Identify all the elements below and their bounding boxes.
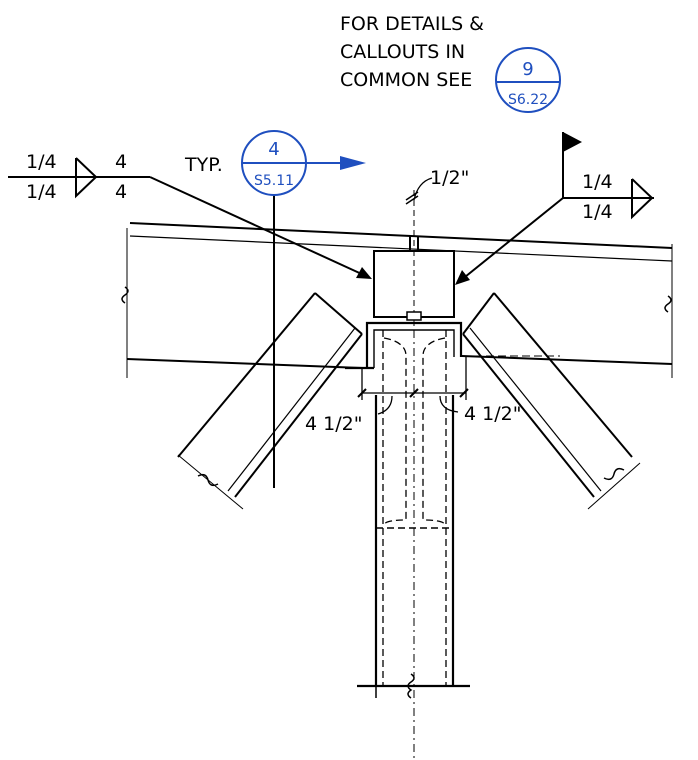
dim-tick-right <box>459 388 469 398</box>
right-brace-end <box>462 292 495 335</box>
right-weld-fillet-triangle <box>631 178 654 220</box>
left-offset-label: 4 1/2" <box>305 413 362 435</box>
left-brace-break-symbol <box>197 473 219 487</box>
left-brace-lower-edge <box>234 333 363 498</box>
beam-top-inner-edge <box>129 235 673 262</box>
left-brace-upper-edge <box>177 292 316 458</box>
common-callout-bubble <box>495 47 561 113</box>
common-callout-sheet: S6.22 <box>508 92 548 108</box>
column <box>357 330 470 698</box>
typical-callout-number: 4 <box>268 139 279 160</box>
column-break-symbol <box>407 673 415 699</box>
beam-bottom-edge-right <box>461 355 673 365</box>
right-brace-break-symbol <box>603 467 625 481</box>
left-weld-bottom-length: 4 <box>115 181 127 203</box>
column-web-top <box>383 337 407 525</box>
plate-gap-tick-1 <box>405 191 419 201</box>
note-line-1: FOR DETAILS & <box>340 13 484 35</box>
note-line-3: COMMON SEE <box>340 69 472 91</box>
right-brace <box>462 292 641 510</box>
right-weld-bottom-size: 1/4 <box>582 201 613 223</box>
right-weld-top-size: 1/4 <box>582 171 613 193</box>
left-brace <box>177 292 363 510</box>
field-weld-flag <box>563 132 582 152</box>
left-dim-leader <box>377 395 393 415</box>
beam <box>126 222 673 378</box>
left-brace-break <box>177 454 244 510</box>
right-brace-break <box>587 462 641 510</box>
right-brace-upper-edge <box>493 292 633 458</box>
left-weld-symbol <box>8 157 367 277</box>
column-web-top-right <box>422 337 446 525</box>
left-weld-bottom-size: 1/4 <box>26 181 57 203</box>
right-brace-lower-edge <box>462 333 595 498</box>
left-weld-top-size: 1/4 <box>26 151 57 173</box>
offset-dimension <box>357 357 469 415</box>
right-weld-arrow-line <box>459 197 564 282</box>
right-dim-leader <box>439 395 459 413</box>
dim-tick-center <box>409 388 419 398</box>
plate-gap-leader <box>413 177 433 201</box>
plate-gap-label: 1/2" <box>430 167 469 189</box>
beam-right-break-symbol <box>664 295 672 313</box>
beam-left-break-symbol <box>121 286 129 304</box>
column-cap <box>345 321 463 370</box>
left-weld-arrowhead <box>356 267 372 279</box>
left-weld-arrow-line <box>149 176 367 277</box>
left-brace-end <box>314 292 363 335</box>
right-offset-label: 4 1/2" <box>464 403 521 425</box>
left-weld-top-length: 4 <box>115 151 127 173</box>
plate-gap-tick-2 <box>405 195 419 205</box>
typical-detail-callout: 4 S5.11 <box>241 130 366 488</box>
common-detail-callout: 9 S6.22 <box>495 47 561 113</box>
typical-callout-sheet: S5.11 <box>254 173 294 189</box>
beam-bottom-edge-left <box>126 358 363 369</box>
beam-top-edge <box>129 222 673 249</box>
bolt-head <box>406 311 422 321</box>
typical-callout-prefix: TYP. <box>184 154 223 176</box>
typical-callout-arrowhead <box>340 156 366 170</box>
left-weld-fillet-triangle <box>75 157 98 199</box>
note-line-2: CALLOUTS IN <box>340 41 465 63</box>
left-brace-inner-edge <box>227 327 356 492</box>
right-weld-arrowhead <box>455 270 470 285</box>
right-brace-inner-edge <box>469 327 602 492</box>
cap-left-leg <box>365 321 463 368</box>
common-callout-number: 9 <box>522 59 533 80</box>
